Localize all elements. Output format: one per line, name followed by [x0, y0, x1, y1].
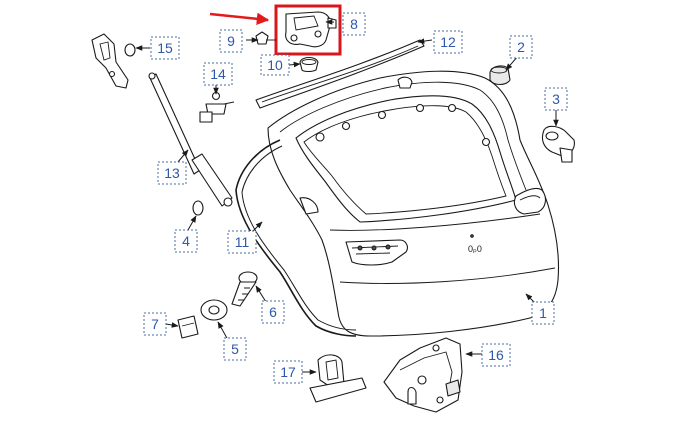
callout-7: 7: [143, 312, 167, 336]
callout-label: 6: [269, 304, 277, 320]
grommet-part-10[interactable]: [299, 56, 319, 73]
ball-stud-part-14[interactable]: [199, 91, 235, 123]
callout-label: 10: [267, 57, 283, 73]
callout-6: 6: [261, 300, 285, 324]
callout-label: 17: [280, 364, 296, 380]
callout-label: 11: [235, 234, 250, 250]
callout-label: 1: [539, 305, 547, 321]
callout-label: 3: [552, 91, 560, 107]
callout-4: 4: [174, 229, 198, 253]
screw-part-6[interactable]: [231, 271, 258, 307]
spoiler-strip-part-12[interactable]: [255, 39, 425, 109]
stopper-part-2[interactable]: [489, 65, 511, 86]
tailgate-part-1[interactable]: 0ₚ0: [267, 70, 560, 337]
callout-15: 15: [150, 36, 180, 60]
callout-label: 13: [164, 165, 180, 181]
callout-14: 14: [203, 62, 233, 86]
callout-17: 17: [273, 360, 303, 384]
callout-label: 7: [151, 316, 159, 332]
highlight-frame: [274, 4, 342, 56]
washer-part-5[interactable]: [200, 299, 228, 321]
callout-5: 5: [223, 337, 247, 361]
callout-13: 13: [157, 161, 187, 185]
callout-label: 9: [227, 33, 235, 49]
gas-strut-part-13[interactable]: [148, 72, 233, 207]
callout-label: 5: [231, 341, 239, 357]
striker-part-17[interactable]: [309, 354, 367, 403]
callout-label: 12: [440, 34, 456, 50]
callout-label: 15: [157, 40, 173, 56]
hinge-part-8[interactable]: [285, 11, 337, 48]
callout-10: 10: [260, 54, 290, 76]
callout-8: 8: [342, 12, 366, 36]
callout-16: 16: [481, 343, 511, 367]
callout-label: 4: [182, 233, 190, 249]
strut-bracket-part-15[interactable]: [91, 33, 136, 89]
callout-1: 1: [531, 301, 555, 325]
callout-label: 16: [488, 347, 504, 363]
callout-2: 2: [509, 35, 533, 59]
emblem-mark: 0ₚ0: [468, 244, 482, 254]
callout-label: 2: [517, 39, 525, 55]
callout-label: 8: [350, 16, 358, 32]
callout-3: 3: [544, 87, 568, 111]
bolt-part-9[interactable]: [255, 31, 276, 45]
callout-12: 12: [433, 30, 463, 54]
callout-label: 14: [210, 66, 226, 82]
pointer-arrow: [209, 12, 270, 26]
lock-latch-part-16[interactable]: [383, 337, 463, 413]
callout-11: 11: [227, 230, 257, 254]
clip-part-7[interactable]: [177, 315, 199, 339]
callout-9: 9: [219, 29, 243, 53]
switch-part-3[interactable]: [541, 125, 575, 163]
weatherstrip-seal-part-11[interactable]: [235, 139, 357, 337]
bumper-part-4[interactable]: [192, 200, 204, 216]
